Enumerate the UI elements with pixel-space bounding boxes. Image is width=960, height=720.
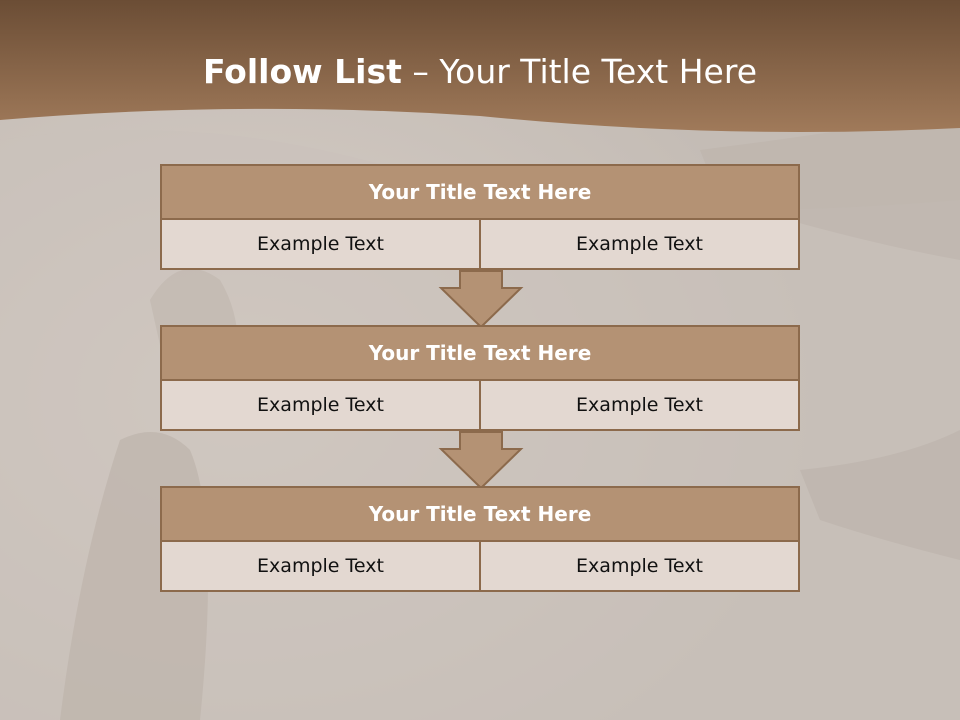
title-rest: Your Title Text Here: [439, 52, 758, 91]
block-row: Example Text Example Text: [160, 381, 800, 431]
block-cell-left: Example Text: [160, 542, 481, 592]
block-cell-left: Example Text: [160, 220, 481, 270]
down-arrow-icon: [438, 431, 524, 489]
block-cell-right: Example Text: [481, 381, 800, 431]
block-cell-right: Example Text: [481, 220, 800, 270]
slide-title: Follow List – Your Title Text Here: [0, 52, 960, 91]
list-block-2: Your Title Text Here Example Text Exampl…: [160, 325, 800, 431]
block-title: Your Title Text Here: [160, 325, 800, 381]
down-arrow-icon: [438, 270, 524, 328]
title-separator: –: [401, 52, 440, 91]
block-cell-left: Example Text: [160, 381, 481, 431]
block-title: Your Title Text Here: [160, 164, 800, 220]
list-block-1: Your Title Text Here Example Text Exampl…: [160, 164, 800, 270]
block-cell-right: Example Text: [481, 542, 800, 592]
block-row: Example Text Example Text: [160, 542, 800, 592]
block-title: Your Title Text Here: [160, 486, 800, 542]
title-bold: Follow List: [202, 52, 402, 91]
list-block-3: Your Title Text Here Example Text Exampl…: [160, 486, 800, 592]
header-band: [0, 0, 960, 132]
block-row: Example Text Example Text: [160, 220, 800, 270]
